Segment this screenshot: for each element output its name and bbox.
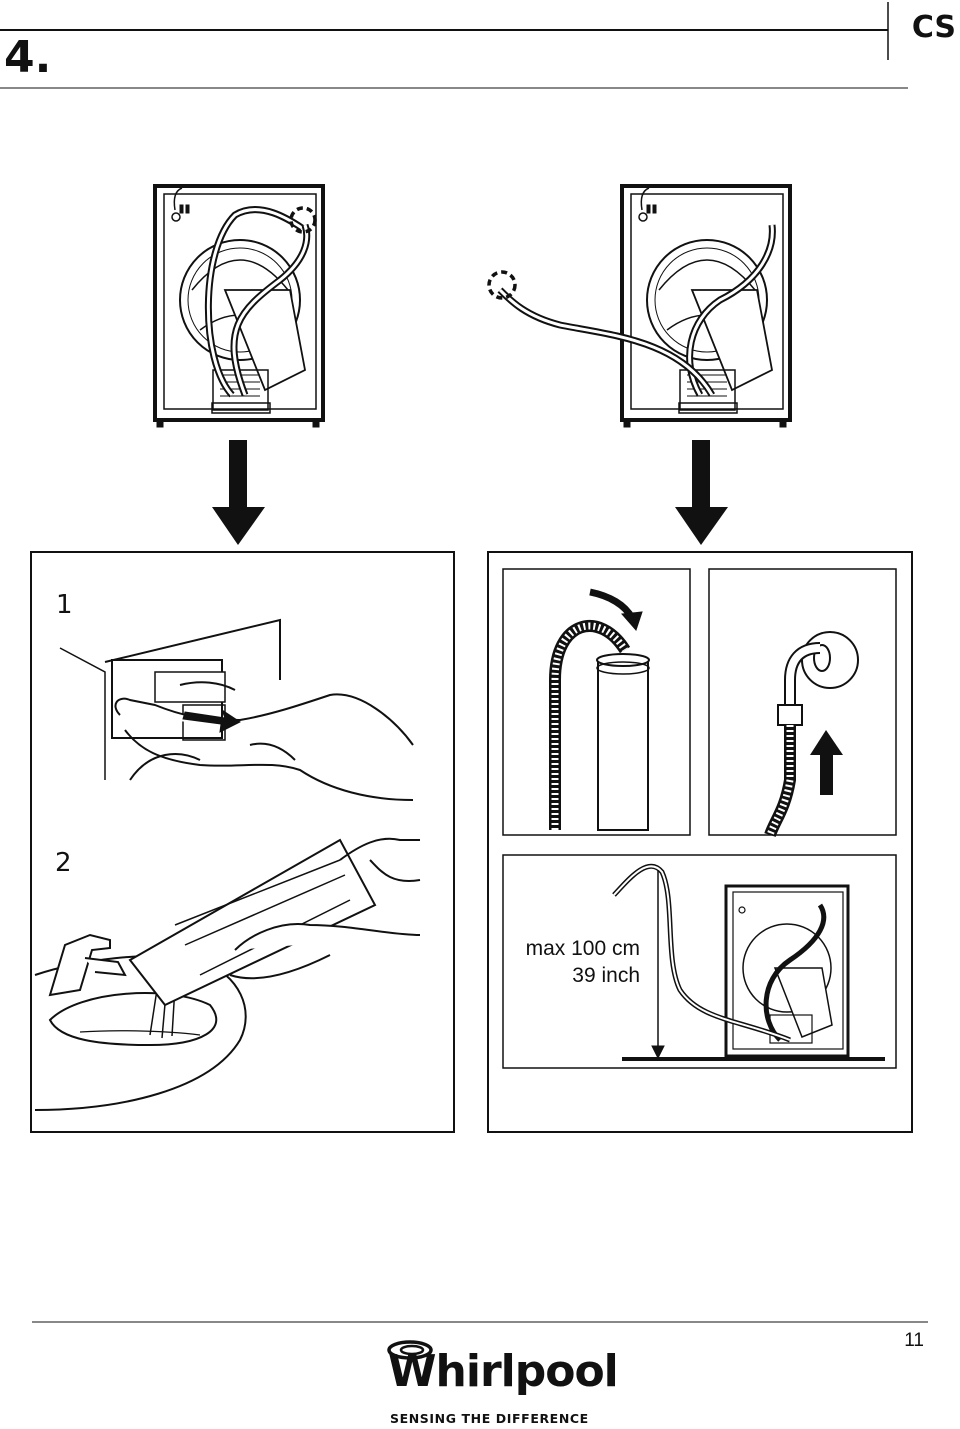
figure-label-2: 2	[55, 848, 72, 878]
max-height-label: max 100 cm 39 inch	[510, 935, 640, 989]
brand-tagline: SENSING THE DIFFERENCE	[390, 1411, 589, 1426]
machine-back-view-2	[487, 184, 792, 428]
step-number: 4.	[4, 32, 52, 83]
panel-detergent-drawer	[30, 551, 455, 1133]
max-height-metric: max 100 cm	[525, 937, 640, 960]
header-rules	[0, 2, 908, 89]
max-height-imperial: 39 inch	[572, 964, 640, 987]
brand-swirl-icon	[387, 1340, 433, 1360]
figure-label-1: 1	[56, 590, 73, 620]
machine-back-view-1	[153, 184, 325, 428]
down-arrow-icon	[212, 440, 265, 545]
panel-drain-hose-options	[487, 551, 913, 1133]
page-number: 11	[904, 1330, 924, 1351]
language-code: CS	[911, 10, 956, 45]
down-arrow-icon	[675, 440, 728, 545]
brand-logo-text: Whirlpool	[388, 1346, 619, 1397]
